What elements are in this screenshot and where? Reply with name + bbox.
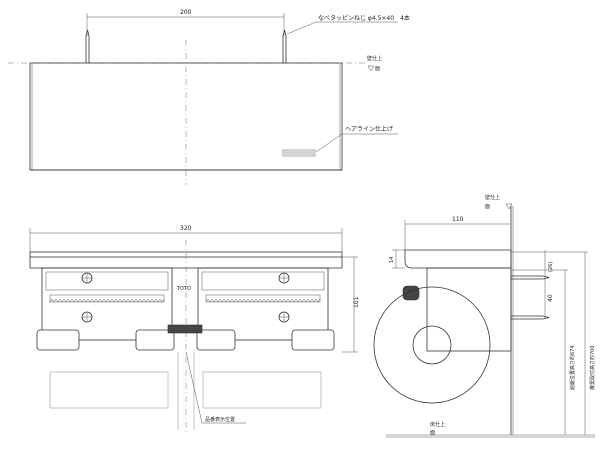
- screw-note: なべタッピンねじ φ4.5×40 4本: [318, 14, 410, 22]
- paper-roll: [373, 286, 491, 404]
- display-position-note: 品番表示位置: [205, 416, 235, 423]
- floor-note-2: 面: [430, 430, 435, 436]
- center-clip: [167, 324, 203, 334]
- floor-note-1: 床仕上: [430, 421, 445, 428]
- roll-core: [412, 325, 452, 365]
- dim-101: 101: [353, 296, 360, 308]
- wall-note-top-1: 壁仕上: [367, 55, 382, 62]
- wall-note-side-2: 面: [485, 204, 490, 210]
- foot-3: [196, 329, 236, 351]
- front-screw-2: [278, 272, 290, 284]
- dim-26: (26): [548, 262, 554, 272]
- front-screw-3: [81, 311, 93, 323]
- screw-right-top: [282, 29, 287, 63]
- dim-320: 320: [180, 225, 192, 232]
- front-screw-4: [278, 311, 290, 323]
- side-view: 壁仕上 面 110 14 (26) 40 給紙位置高さ約6: [373, 194, 596, 438]
- dim-40: 40: [547, 294, 554, 302]
- front-screw-1: [81, 272, 93, 284]
- wall-note-side-1: 壁仕上: [485, 194, 500, 201]
- dim-200: 200: [180, 9, 192, 16]
- dim-height-a: 給紙位置高さ約674: [569, 345, 576, 390]
- wall-note-top-2: 面: [375, 66, 380, 72]
- dim-14: 14: [389, 257, 395, 263]
- screw-left-top: [85, 29, 90, 63]
- hairline-note: ヘアライン仕上げ: [345, 125, 393, 133]
- dim-height-b: 推奨取付高さ約700: [589, 345, 596, 390]
- front-view: 320 TOTO: [29, 225, 360, 435]
- foot-2: [135, 329, 175, 351]
- side-knob: [402, 285, 420, 301]
- hairline-mark: [282, 149, 316, 157]
- foot-1: [36, 329, 80, 351]
- dim-110: 110: [452, 216, 464, 223]
- logo-toto: TOTO: [176, 286, 191, 292]
- foot-4: [291, 329, 335, 351]
- top-view: 200 なべタッピンねじ φ4.5×40 4本 壁仕上 面 ヘアライン仕上げ: [8, 9, 410, 185]
